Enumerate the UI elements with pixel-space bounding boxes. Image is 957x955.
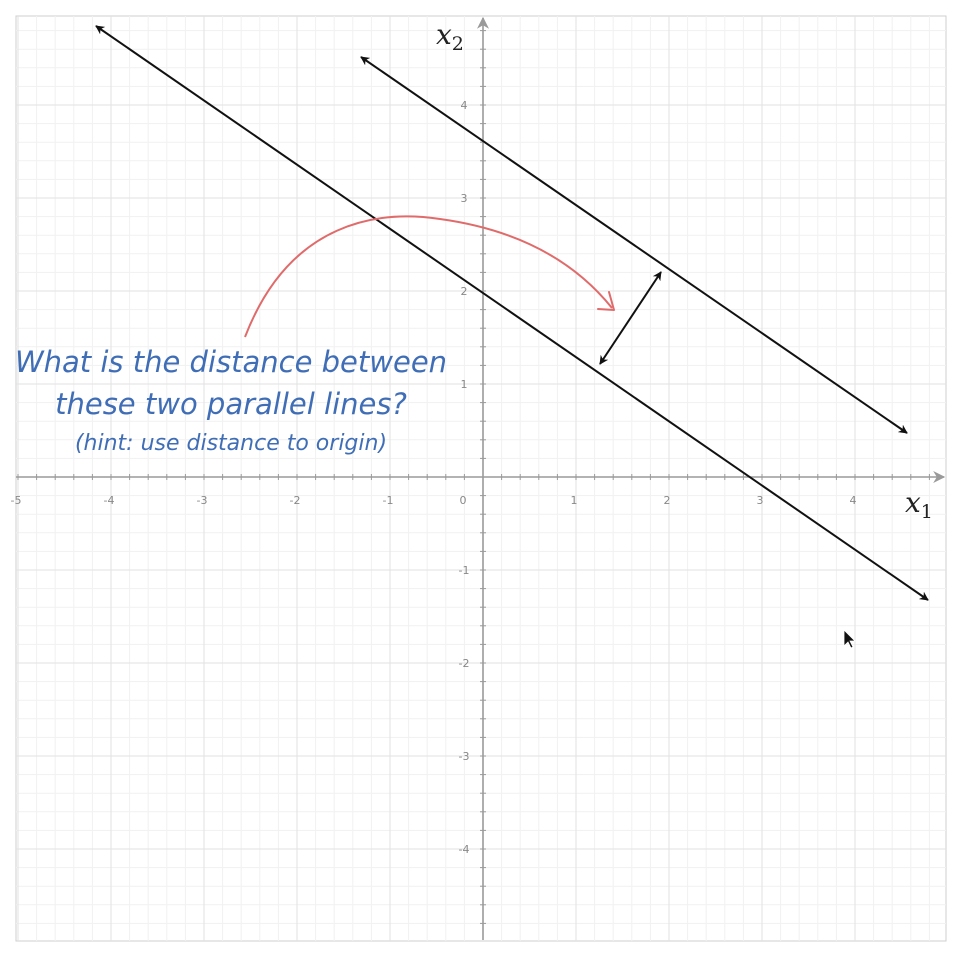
distance-arrow — [599, 271, 662, 365]
y-tick-label: 3 — [461, 192, 468, 205]
pointer-curve — [244, 215, 613, 338]
y-tick-label: -3 — [459, 750, 470, 763]
x-tick-label: -2 — [290, 494, 301, 507]
question-hint: (hint: use distance to origin) — [75, 431, 387, 456]
x-tick-label: -3 — [197, 494, 208, 507]
question-line-2: these two parallel lines? — [55, 387, 407, 421]
x-tick-label: -1 — [383, 494, 394, 507]
x-tick-label: 4 — [850, 494, 857, 507]
y-tick-label: -1 — [459, 564, 470, 577]
x-tick-label: 2 — [664, 494, 671, 507]
parallel-line-upper — [360, 56, 908, 434]
mouse-pointer-icon — [843, 629, 856, 649]
x-tick-label: 0 — [460, 494, 467, 507]
y-tick-label: 1 — [461, 378, 468, 391]
plot-frame — [15, 15, 947, 942]
x-tick-label: 1 — [571, 494, 578, 507]
x-tick-label: 3 — [757, 494, 764, 507]
y-tick-label: 4 — [461, 99, 468, 112]
question-line-1: What is the distance between — [15, 345, 447, 379]
y-tick-label: -2 — [459, 657, 470, 670]
y-tick-label: -4 — [459, 843, 470, 856]
x-tick-label: -5 — [11, 494, 22, 507]
pointer-curve-arrowhead — [597, 291, 615, 311]
x-tick-label: -4 — [104, 494, 115, 507]
y-tick-label: 2 — [461, 285, 468, 298]
